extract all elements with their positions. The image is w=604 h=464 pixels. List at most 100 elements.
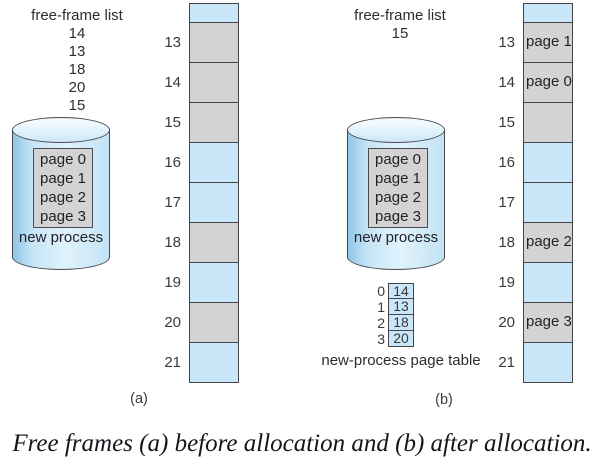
- process-page: page 1: [40, 170, 86, 187]
- panel-label-a: (a): [130, 391, 148, 407]
- process-page: page 0: [375, 151, 421, 168]
- process-label-b: new process: [353, 229, 439, 246]
- frame-row: 14 page 0: [474, 63, 573, 103]
- page-table-value: 14: [388, 283, 414, 299]
- frame-page-label: page 0: [526, 73, 572, 90]
- page-table-index: 0: [377, 283, 385, 299]
- frame-column-b: 13 page 1 14 page 0 15 16 17: [474, 3, 573, 383]
- cylinder-top-ellipse: [347, 117, 445, 143]
- frame-cell: page 0: [523, 63, 573, 103]
- frame-row: 16: [474, 143, 573, 183]
- free-frame-list-value: 18: [68, 61, 86, 78]
- free-frame-list-title-a: free-frame list: [31, 7, 123, 24]
- frame-row: 19: [474, 263, 573, 303]
- frame-page-label: page 3: [526, 313, 572, 330]
- frame-number: 19: [498, 274, 515, 291]
- page-table-value: 13: [388, 299, 414, 315]
- free-frame-list-value: 13: [68, 43, 86, 60]
- panel-label-b: (b): [435, 392, 453, 408]
- free-frame-list-value: 15: [391, 25, 409, 42]
- frame-number: 13: [164, 34, 181, 51]
- frame-cell: [523, 103, 573, 143]
- free-frame-list-value: 20: [68, 79, 86, 96]
- process-pages-box-b: page 0 page 1 page 2 page 3: [368, 148, 428, 228]
- page-table-index: 2: [377, 315, 385, 331]
- page-table-row: 0 14: [371, 283, 414, 299]
- frame-number: 17: [164, 194, 181, 211]
- frame-cell: [189, 263, 239, 303]
- page-table-row: 3 20: [371, 331, 414, 347]
- frame-number: 14: [164, 74, 181, 91]
- frame-cell: [189, 223, 239, 263]
- frame-row: 21: [474, 343, 573, 383]
- frame-cell: [523, 343, 573, 383]
- process-page: page 3: [375, 208, 421, 225]
- frame-row: 20 page 3: [474, 303, 573, 343]
- frame-cell: [523, 183, 573, 223]
- frame-page-label: page 1: [526, 33, 572, 50]
- page-table-label: new-process page table: [321, 352, 481, 369]
- frame-cell: [189, 183, 239, 223]
- page-table-row: 2 18: [371, 315, 414, 331]
- frame-number: 15: [498, 114, 515, 131]
- frame-cell: [189, 343, 239, 383]
- frame-row: 15: [474, 103, 573, 143]
- process-label-a: new process: [18, 229, 104, 246]
- process-page: page 0: [40, 151, 86, 168]
- figure-caption: Free frames (a) before allocation and (b…: [12, 430, 592, 457]
- process-page: page 2: [40, 189, 86, 206]
- frame-number: 16: [498, 154, 515, 171]
- frame-cell: [189, 143, 239, 183]
- frame-number: 19: [164, 274, 181, 291]
- page-table: 0 14 1 13 2 18 3 20: [371, 283, 414, 347]
- page-table-index: 1: [377, 299, 385, 315]
- frame-row: 16: [140, 143, 239, 183]
- free-frame-list-b: 15: [344, 25, 456, 43]
- frame-number: 21: [498, 354, 515, 371]
- frame-number: [140, 3, 189, 23]
- frame-row-partial: [140, 3, 239, 23]
- frame-cell: [523, 143, 573, 183]
- free-frame-list-value: 14: [68, 25, 86, 42]
- frame-cell: [189, 303, 239, 343]
- frame-number: 13: [498, 34, 515, 51]
- free-frame-list-title-b: free-frame list: [354, 7, 446, 24]
- frame-row: 13: [140, 23, 239, 63]
- frame-row-partial: [474, 3, 573, 23]
- frame-partial-cell: [189, 3, 239, 23]
- frame-row: 17: [474, 183, 573, 223]
- frame-number: 18: [164, 234, 181, 251]
- frame-row: 14: [140, 63, 239, 103]
- free-frame-list-value: 15: [68, 97, 86, 114]
- process-pages-box-a: page 0 page 1 page 2 page 3: [33, 148, 93, 228]
- frame-number: [474, 3, 523, 23]
- frame-row: 20: [140, 303, 239, 343]
- frame-number: 21: [164, 354, 181, 371]
- frame-cell: [189, 23, 239, 63]
- frame-number: 17: [498, 194, 515, 211]
- frame-number: 14: [498, 74, 515, 91]
- process-page: page 1: [375, 170, 421, 187]
- frame-number: 20: [498, 314, 515, 331]
- frame-cell: [189, 103, 239, 143]
- page-table-index: 3: [377, 331, 385, 347]
- frame-cell: [523, 263, 573, 303]
- frame-row: 18 page 2: [474, 223, 573, 263]
- frame-cell: page 3: [523, 303, 573, 343]
- frame-row: 17: [140, 183, 239, 223]
- frame-row: 18: [140, 223, 239, 263]
- frame-page-label: page 2: [526, 233, 572, 250]
- frame-cell: [189, 63, 239, 103]
- cylinder-top-ellipse: [12, 117, 110, 143]
- frame-row: 19: [140, 263, 239, 303]
- free-frame-list-a: 14 13 18 20 15: [21, 25, 133, 115]
- frame-row: 15: [140, 103, 239, 143]
- frame-column-a: 13 14 15 16 17 18 19 20: [140, 3, 239, 383]
- process-page: page 3: [40, 208, 86, 225]
- process-page: page 2: [375, 189, 421, 206]
- frame-number: 16: [164, 154, 181, 171]
- frame-cell: page 2: [523, 223, 573, 263]
- frame-number: 15: [164, 114, 181, 131]
- frame-number: 18: [498, 234, 515, 251]
